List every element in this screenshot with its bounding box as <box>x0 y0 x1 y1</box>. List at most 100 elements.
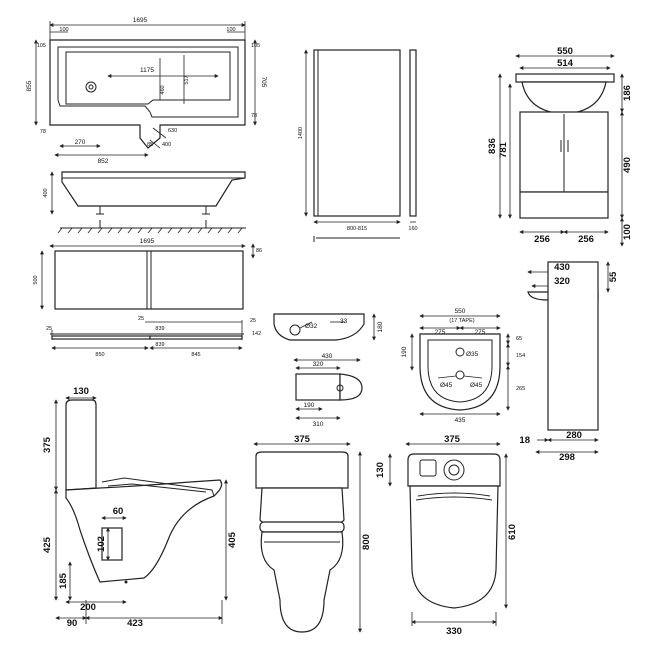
dim-vanity-256-left: 256 <box>534 234 550 245</box>
dim-vanity-256-right: 256 <box>578 234 594 245</box>
dim-bath-depth-right: 705 <box>260 77 267 88</box>
semi-recessed-basin-view <box>273 313 376 420</box>
dim-pedside-18: 18 <box>519 435 530 446</box>
dim-pedside-430: 430 <box>554 262 570 273</box>
bath-side-view <box>50 171 246 234</box>
dim-bath-852: 852 <box>98 158 109 165</box>
dim-basin-33: 33 <box>340 318 348 325</box>
dim-basin-320: 320 <box>313 361 324 368</box>
dim-bath-85: 85 <box>147 142 153 148</box>
dim-ped-d45-b: Ø45 <box>470 382 483 389</box>
dim-ped-65: 65 <box>516 336 522 342</box>
dim-panel-height: 500 <box>33 275 39 284</box>
dim-vanity-550: 550 <box>557 46 573 57</box>
dim-bath-length: 1695 <box>133 17 148 24</box>
dim-basin-310: 310 <box>313 421 324 428</box>
dim-screen-width: 800-815 <box>347 226 367 232</box>
dim-panel-142: 142 <box>252 331 261 337</box>
dim-basin-190: 190 <box>304 402 315 409</box>
dim-bath-105-right: 105 <box>251 43 260 49</box>
dim-vanity-514: 514 <box>557 58 574 69</box>
dim-pedside-55: 55 <box>608 271 619 282</box>
dim-pedside-280: 280 <box>566 430 582 441</box>
dim-panel-25-mid: 25 <box>138 316 144 322</box>
bath-plan-labels: 1695 100 100 105 105 855 705 1175 460 51… <box>26 17 267 165</box>
dim-wctop-130: 130 <box>375 462 386 478</box>
dim-wcside-405: 405 <box>227 531 238 548</box>
dim-bath-630: 630 <box>168 128 177 134</box>
wc-front-view <box>253 442 362 633</box>
dim-wctop-330: 330 <box>446 626 462 637</box>
dim-bath-width: 855 <box>26 80 33 91</box>
dim-vanity-781: 781 <box>498 141 509 158</box>
pedestal-side-labels: 430 320 55 18 280 298 <box>519 262 619 463</box>
dim-bath-height: 400 <box>43 188 49 197</box>
dim-wcside-375: 375 <box>42 436 53 453</box>
dim-wcfront-375: 375 <box>294 434 311 445</box>
dim-wcside-185: 185 <box>58 572 69 589</box>
dim-ped-275-b: 275 <box>475 329 486 336</box>
dim-bath-inner-length: 1175 <box>140 67 154 74</box>
dim-bath-400: 400 <box>162 142 171 148</box>
dim-ped-550: 550 <box>455 308 466 315</box>
vanity-unit-labels: 550 514 836 781 186 490 100 256 256 <box>487 46 633 245</box>
wc-top-view <box>388 442 508 626</box>
dim-bath-517: 517 <box>184 75 190 84</box>
dim-bath-270: 270 <box>75 139 86 146</box>
bath-plan-view <box>34 21 257 157</box>
dim-vanity-836: 836 <box>487 138 498 154</box>
dim-bath-top-left: 100 <box>59 27 68 33</box>
dim-wcfront-800: 800 <box>361 534 372 550</box>
wc-side-labels: 130 375 425 60 102 185 200 90 423 405 <box>42 386 238 629</box>
dim-bath-78-left: 78 <box>40 129 46 135</box>
dim-panel-839-b: 839 <box>155 342 164 348</box>
dim-wcside-423: 423 <box>127 618 143 629</box>
ped-note: (17 TAPE) <box>449 318 474 324</box>
dim-wctop-610: 610 <box>507 524 518 540</box>
dim-bath-460: 460 <box>160 85 166 94</box>
dim-wcside-102: 102 <box>96 536 107 552</box>
dim-wcside-90: 90 <box>67 618 78 629</box>
pedestal-basin-top-view <box>410 314 510 416</box>
pedestal-side-view <box>527 261 610 454</box>
dim-panel-offset: 86 <box>256 248 262 254</box>
dim-ped-265: 265 <box>516 386 525 392</box>
dim-bath-105-left: 105 <box>37 43 46 49</box>
bath-panel-view <box>40 243 255 350</box>
pedestal-basin-top-labels: 550 (17 TAPE) 275 275 65 190 Ø35 154 Ø45… <box>401 308 525 424</box>
dim-wcside-60: 60 <box>113 506 124 517</box>
dim-basin-430: 430 <box>322 353 333 360</box>
dim-panel-25-right: 25 <box>250 318 256 324</box>
dim-panel-length: 1695 <box>140 238 155 245</box>
bath-panel-labels: 1695 500 86 25 25 25 839 839 142 850 845 <box>33 238 262 358</box>
dim-ped-d45-a: Ø45 <box>440 382 453 389</box>
dim-screen-depth: 160 <box>408 226 417 232</box>
dim-wcside-130: 130 <box>73 386 89 397</box>
semi-recessed-basin-labels: Ø32 33 180 430 320 190 310 <box>304 318 384 428</box>
bath-screen-view <box>304 49 417 242</box>
dim-ped-154: 154 <box>516 353 525 359</box>
dim-bath-78-right: 78 <box>251 113 257 119</box>
dim-wctop-375: 375 <box>444 434 461 445</box>
dim-pedside-298: 298 <box>559 452 575 463</box>
vanity-unit-view <box>498 54 624 247</box>
dim-wcside-200: 200 <box>80 602 96 613</box>
dim-basin-180: 180 <box>377 321 384 332</box>
dim-screen-height: 1400 <box>298 127 304 139</box>
wc-side-view <box>54 396 228 624</box>
dim-vanity-186: 186 <box>622 85 633 101</box>
dim-vanity-100: 100 <box>622 224 633 240</box>
dim-panel-839-a: 839 <box>155 326 164 332</box>
dim-panel-850: 850 <box>95 352 104 358</box>
dim-vanity-490: 490 <box>622 157 633 173</box>
dim-ped-d35: Ø35 <box>466 351 479 358</box>
dim-ped-190: 190 <box>401 346 408 357</box>
dim-ped-435: 435 <box>455 417 466 424</box>
dim-wcside-425: 425 <box>42 536 53 553</box>
dim-basin-d32: Ø32 <box>305 323 318 330</box>
dim-ped-275-a: 275 <box>435 329 446 336</box>
dim-panel-25-left: 25 <box>46 326 52 332</box>
dim-pedside-320: 320 <box>554 276 570 287</box>
